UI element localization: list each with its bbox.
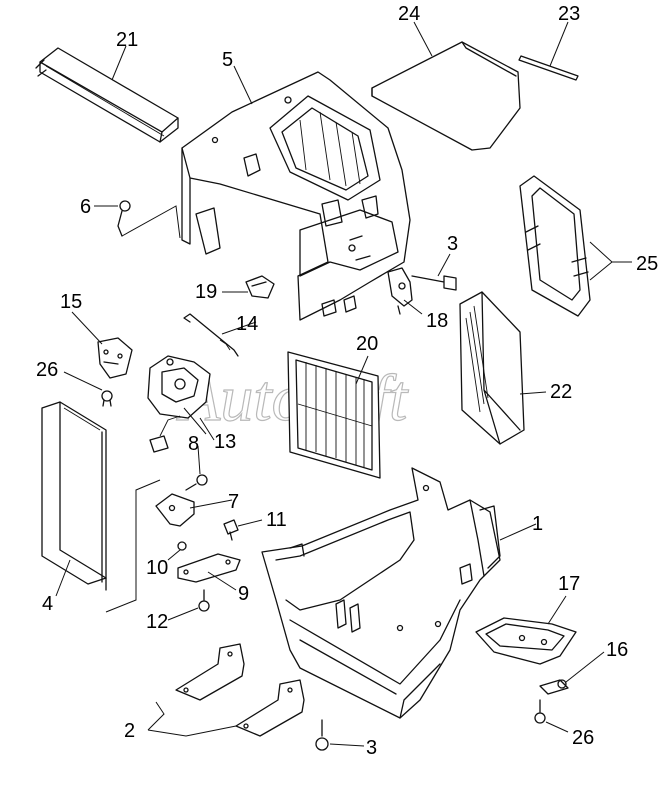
- part-16-pin: [539, 679, 569, 695]
- part-18-bracket: [387, 267, 413, 315]
- part-10-nut: [177, 541, 187, 551]
- part-6-screw: [117, 200, 131, 237]
- part-3-bolt-upper: [411, 275, 457, 291]
- callout-18: 18: [426, 310, 448, 332]
- callout-10: 10: [146, 557, 168, 579]
- callout-19: 19: [195, 281, 217, 303]
- part-12-screw: [198, 589, 210, 612]
- part-20-grille: [287, 351, 381, 479]
- part-26-screw-upper: [101, 390, 113, 407]
- callout-numbers: 21 5 24 23 6 3 25 19 18 15 14 26 20 22 8…: [36, 3, 658, 759]
- callout-12: 12: [146, 611, 168, 633]
- part-14-rod: [183, 313, 239, 357]
- part-22-filter: [459, 291, 525, 445]
- callout-21: 21: [116, 29, 138, 51]
- part-4-heater-core: [41, 401, 107, 591]
- callout-3-lower: 3: [366, 737, 377, 759]
- part-25-gasket: [519, 175, 591, 317]
- part-17-tray: [475, 617, 577, 665]
- callout-23: 23: [558, 3, 580, 25]
- part-9-plate: [177, 553, 241, 583]
- callout-3-upper: 3: [447, 233, 458, 255]
- callout-8: 8: [188, 433, 199, 455]
- part-1-lower-housing: [261, 467, 501, 719]
- leader-lines: [55, 21, 632, 747]
- part-8-screw: [185, 474, 208, 491]
- part-26-screw-lower: [534, 699, 546, 724]
- callout-17: 17: [558, 573, 580, 595]
- callout-9: 9: [238, 583, 249, 605]
- callout-22: 22: [550, 381, 572, 403]
- callout-26-lower: 26: [572, 727, 594, 749]
- callout-2: 2: [124, 720, 135, 742]
- part-3-screw-lower: [315, 719, 329, 751]
- callout-1: 1: [532, 513, 543, 535]
- part-23-rod: [518, 55, 579, 81]
- part-21-rail: [35, 47, 179, 143]
- callout-24: 24: [398, 3, 420, 25]
- part-2-brackets: [175, 643, 305, 737]
- part-5-upper-housing: [181, 71, 411, 321]
- callout-11: 11: [266, 509, 287, 531]
- callout-7: 7: [228, 491, 239, 513]
- callout-16: 16: [606, 639, 628, 661]
- callout-20: 20: [356, 333, 378, 355]
- part-15-plate: [97, 337, 133, 379]
- callout-14: 14: [236, 313, 258, 335]
- part-13-motor: [147, 355, 211, 453]
- callout-25: 25: [636, 253, 658, 275]
- callout-15: 15: [60, 291, 82, 313]
- callout-13: 13: [214, 431, 236, 453]
- part-11-fitting: [223, 519, 239, 541]
- part-24-plate: [371, 41, 521, 151]
- part-7-bracket: [155, 493, 195, 527]
- callout-4: 4: [42, 593, 53, 615]
- callout-26-upper: 26: [36, 359, 58, 381]
- callout-6: 6: [80, 196, 91, 218]
- part-19-clip: [245, 275, 275, 299]
- callout-5: 5: [222, 49, 233, 71]
